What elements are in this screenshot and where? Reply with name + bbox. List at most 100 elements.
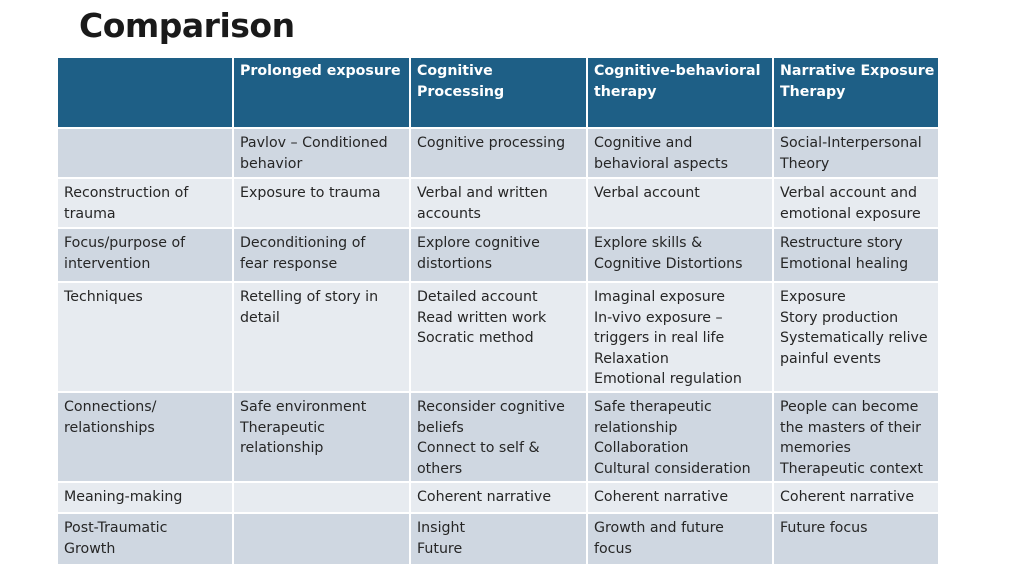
header-line: Cognitive-behavioral [594, 63, 761, 79]
cell-line: Socratic method [417, 330, 534, 346]
cell-line: Cultural consideration [594, 460, 751, 477]
cell-line: behavioral aspects [594, 155, 728, 172]
cell-line: Deconditioning of [240, 235, 366, 251]
cell-line: focus [594, 540, 632, 557]
table-cell: Pavlov – Conditioned behavior [232, 127, 411, 179]
cell-line: Growth [64, 540, 116, 557]
cell-line: Imaginal exposure [594, 289, 725, 305]
table-cell [232, 512, 411, 566]
table-cell: Reconsider cognitive beliefs Connect to … [409, 391, 588, 483]
table-row: Post-Traumatic Growth Insight Future Gro… [56, 512, 940, 566]
table-row: Techniques Retelling of story in detail … [56, 281, 940, 393]
table-cell: Detailed account Read written work Socra… [409, 281, 588, 393]
cell-line: Retelling of story in [240, 289, 379, 305]
cell-line: others [417, 460, 463, 477]
cell-line: relationships [64, 419, 155, 436]
table-cell: Explore cognitive distortions [409, 227, 588, 283]
cell-line: the masters of their [780, 419, 921, 436]
cell-line: Read written work [417, 309, 547, 326]
table-row: Focus/purpose of intervention Deconditio… [56, 227, 940, 283]
table-header-row: Prolonged exposure Cognitive Processing … [56, 56, 940, 129]
header-line: Therapy [780, 83, 846, 100]
row-label: Reconstruction of trauma [56, 177, 234, 229]
header-prolonged-exposure: Prolonged exposure [232, 56, 411, 129]
cell-line: Safe environment [240, 399, 367, 415]
row-label: Post-Traumatic Growth [56, 512, 234, 566]
cell-line: painful events [780, 350, 881, 367]
cell-line: trauma [64, 205, 116, 222]
cell-line: fear response [240, 255, 338, 272]
cell-line: Techniques [64, 289, 143, 305]
table-cell: Social-Interpersonal Theory [772, 127, 940, 179]
row-label: Techniques [56, 281, 234, 393]
table-cell: Insight Future [409, 512, 588, 566]
cell-line: Collaboration [594, 440, 689, 456]
table-cell: Exposure to trauma [232, 177, 411, 229]
table-cell: Safe environment Therapeutic relationshi… [232, 391, 411, 483]
cell-line: Emotional healing [780, 255, 909, 272]
cell-line: People can become [780, 399, 919, 415]
table-cell: Coherent narrative [409, 481, 588, 514]
cell-line: Therapeutic context [780, 460, 923, 477]
cell-line: Exposure to trauma [240, 185, 381, 201]
cell-line: distortions [417, 255, 492, 272]
table-cell: Cognitive processing [409, 127, 588, 179]
header-line: therapy [594, 83, 657, 100]
cell-line: Cognitive and [594, 135, 693, 151]
cell-line: Connect to self & [417, 440, 540, 456]
header-cbt: Cognitive-behavioral therapy [586, 56, 774, 129]
slide-title: Comparison [79, 6, 295, 45]
cell-line: relationship [240, 440, 324, 456]
cell-line: beliefs [417, 419, 464, 436]
cell-line: Explore cognitive [417, 235, 540, 251]
table-cell: Cognitive and behavioral aspects [586, 127, 774, 179]
table-row: Meaning-making Coherent narrative Cohere… [56, 481, 940, 514]
cell-line: Story production [780, 309, 899, 326]
cell-line: intervention [64, 255, 151, 272]
cell-line: Relaxation [594, 350, 669, 367]
cell-line: Verbal account and [780, 185, 918, 201]
cell-line: Verbal and written [417, 185, 548, 201]
table-cell: Growth and future focus [586, 512, 774, 566]
cell-line: Verbal account [594, 185, 700, 201]
table-cell: Deconditioning of fear response [232, 227, 411, 283]
table-row: Reconstruction of trauma Exposure to tra… [56, 177, 940, 229]
cell-line: Exposure [780, 289, 846, 305]
table-cell: Verbal account and emotional exposure [772, 177, 940, 229]
table-row: Connections/ relationships Safe environm… [56, 391, 940, 483]
cell-line: Social-Interpersonal [780, 135, 922, 151]
row-label: Connections/ relationships [56, 391, 234, 483]
cell-line: Restructure story [780, 235, 903, 251]
cell-line: Detailed account [417, 289, 538, 305]
cell-line: Therapeutic [240, 419, 325, 436]
cell-line: Theory [780, 155, 830, 172]
table-cell: Exposure Story production Systematically… [772, 281, 940, 393]
cell-line: Future [417, 540, 463, 557]
header-line: Processing [417, 83, 505, 100]
cell-line: Insight [417, 520, 466, 536]
cell-line: Pavlov – Conditioned [240, 135, 388, 151]
header-line: Prolonged exposure [240, 63, 401, 79]
cell-line: Focus/purpose of [64, 235, 186, 251]
table-cell: Explore skills & Cognitive Distortions [586, 227, 774, 283]
table-cell: Restructure story Emotional healing [772, 227, 940, 283]
header-narrative-exposure: Narrative Exposure Therapy [772, 56, 940, 129]
cell-line: Connections/ [64, 399, 157, 415]
cell-line: triggers in real life [594, 330, 725, 346]
cell-line: emotional exposure [780, 205, 921, 222]
cell-line: In-vivo exposure – [594, 309, 723, 326]
row-label: Focus/purpose of intervention [56, 227, 234, 283]
cell-line: memories [780, 440, 851, 456]
table-cell: Imaginal exposure In-vivo exposure – tri… [586, 281, 774, 393]
table-cell: Retelling of story in detail [232, 281, 411, 393]
cell-line: Cognitive processing [417, 135, 566, 151]
table-cell: Coherent narrative [772, 481, 940, 514]
header-line: Narrative Exposure [780, 63, 935, 79]
cell-line: Post-Traumatic [64, 520, 168, 536]
cell-line: Reconstruction of [64, 185, 189, 201]
table-row: Pavlov – Conditioned behavior Cognitive … [56, 127, 940, 179]
cell-line: relationship [594, 419, 678, 436]
cell-line: accounts [417, 205, 481, 222]
table-cell: Safe therapeutic relationship Collaborat… [586, 391, 774, 483]
header-cognitive-processing: Cognitive Processing [409, 56, 588, 129]
